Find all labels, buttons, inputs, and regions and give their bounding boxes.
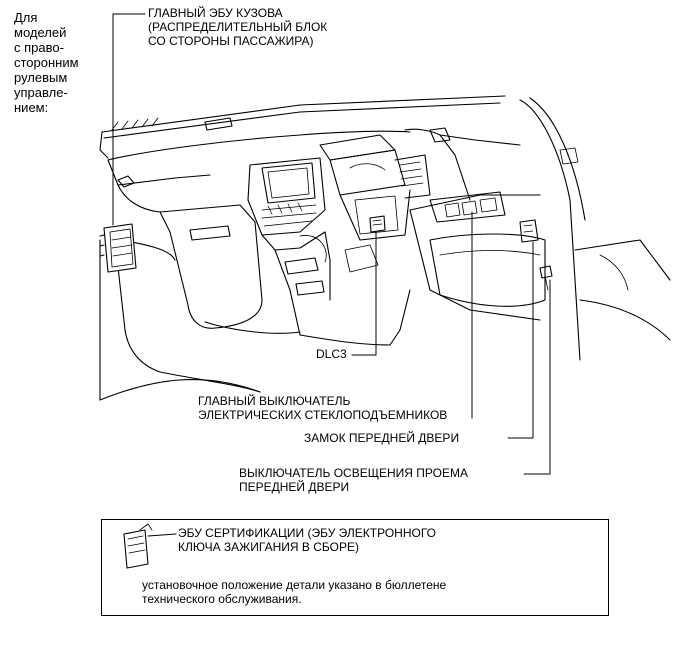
label-power-window-master-switch: ГЛАВНЫЙ ВЫКЛЮЧАТЕЛЬ ЭЛЕКТРИЧЕСКИХ СТЕКЛО… xyxy=(198,394,448,422)
front-door xyxy=(404,127,553,321)
door-frame xyxy=(519,97,671,361)
body-ecu-connector xyxy=(99,223,137,273)
certification-ecu-info-box xyxy=(101,519,609,616)
label-main-body-ecu: ГЛАВНЫЙ ЭБУ КУЗОВА (РАСПРЕДЕЛИТЕЛЬНЫЙ БЛ… xyxy=(148,6,328,48)
label-certification-ecu: ЭБУ СЕРТИФИКАЦИИ (ЭБУ ЭЛЕКТРОННОГО КЛЮЧА… xyxy=(178,526,436,554)
instrument-cluster xyxy=(319,134,431,273)
dashboard xyxy=(107,117,411,393)
floor-outline xyxy=(99,239,411,401)
windshield-outline xyxy=(99,95,506,159)
label-door-courtesy-light-switch: ВЫКЛЮЧАТЕЛЬ ОСВЕЩЕНИЯ ПРОЕМА ПЕРЕДНЕЙ ДВ… xyxy=(239,466,468,494)
label-front-door-lock: ЗАМОК ПЕРЕДНЕЙ ДВЕРИ xyxy=(304,431,460,445)
certification-ecu-icon xyxy=(123,523,177,569)
label-dlc3: DLC3 xyxy=(316,347,347,361)
right-hand-drive-note: Для моделей с право- сторонним рулевым у… xyxy=(14,10,79,115)
center-console xyxy=(247,157,331,336)
leader-lines xyxy=(112,13,551,475)
service-bulletin-note: установочное положение детали указано в … xyxy=(142,578,447,606)
